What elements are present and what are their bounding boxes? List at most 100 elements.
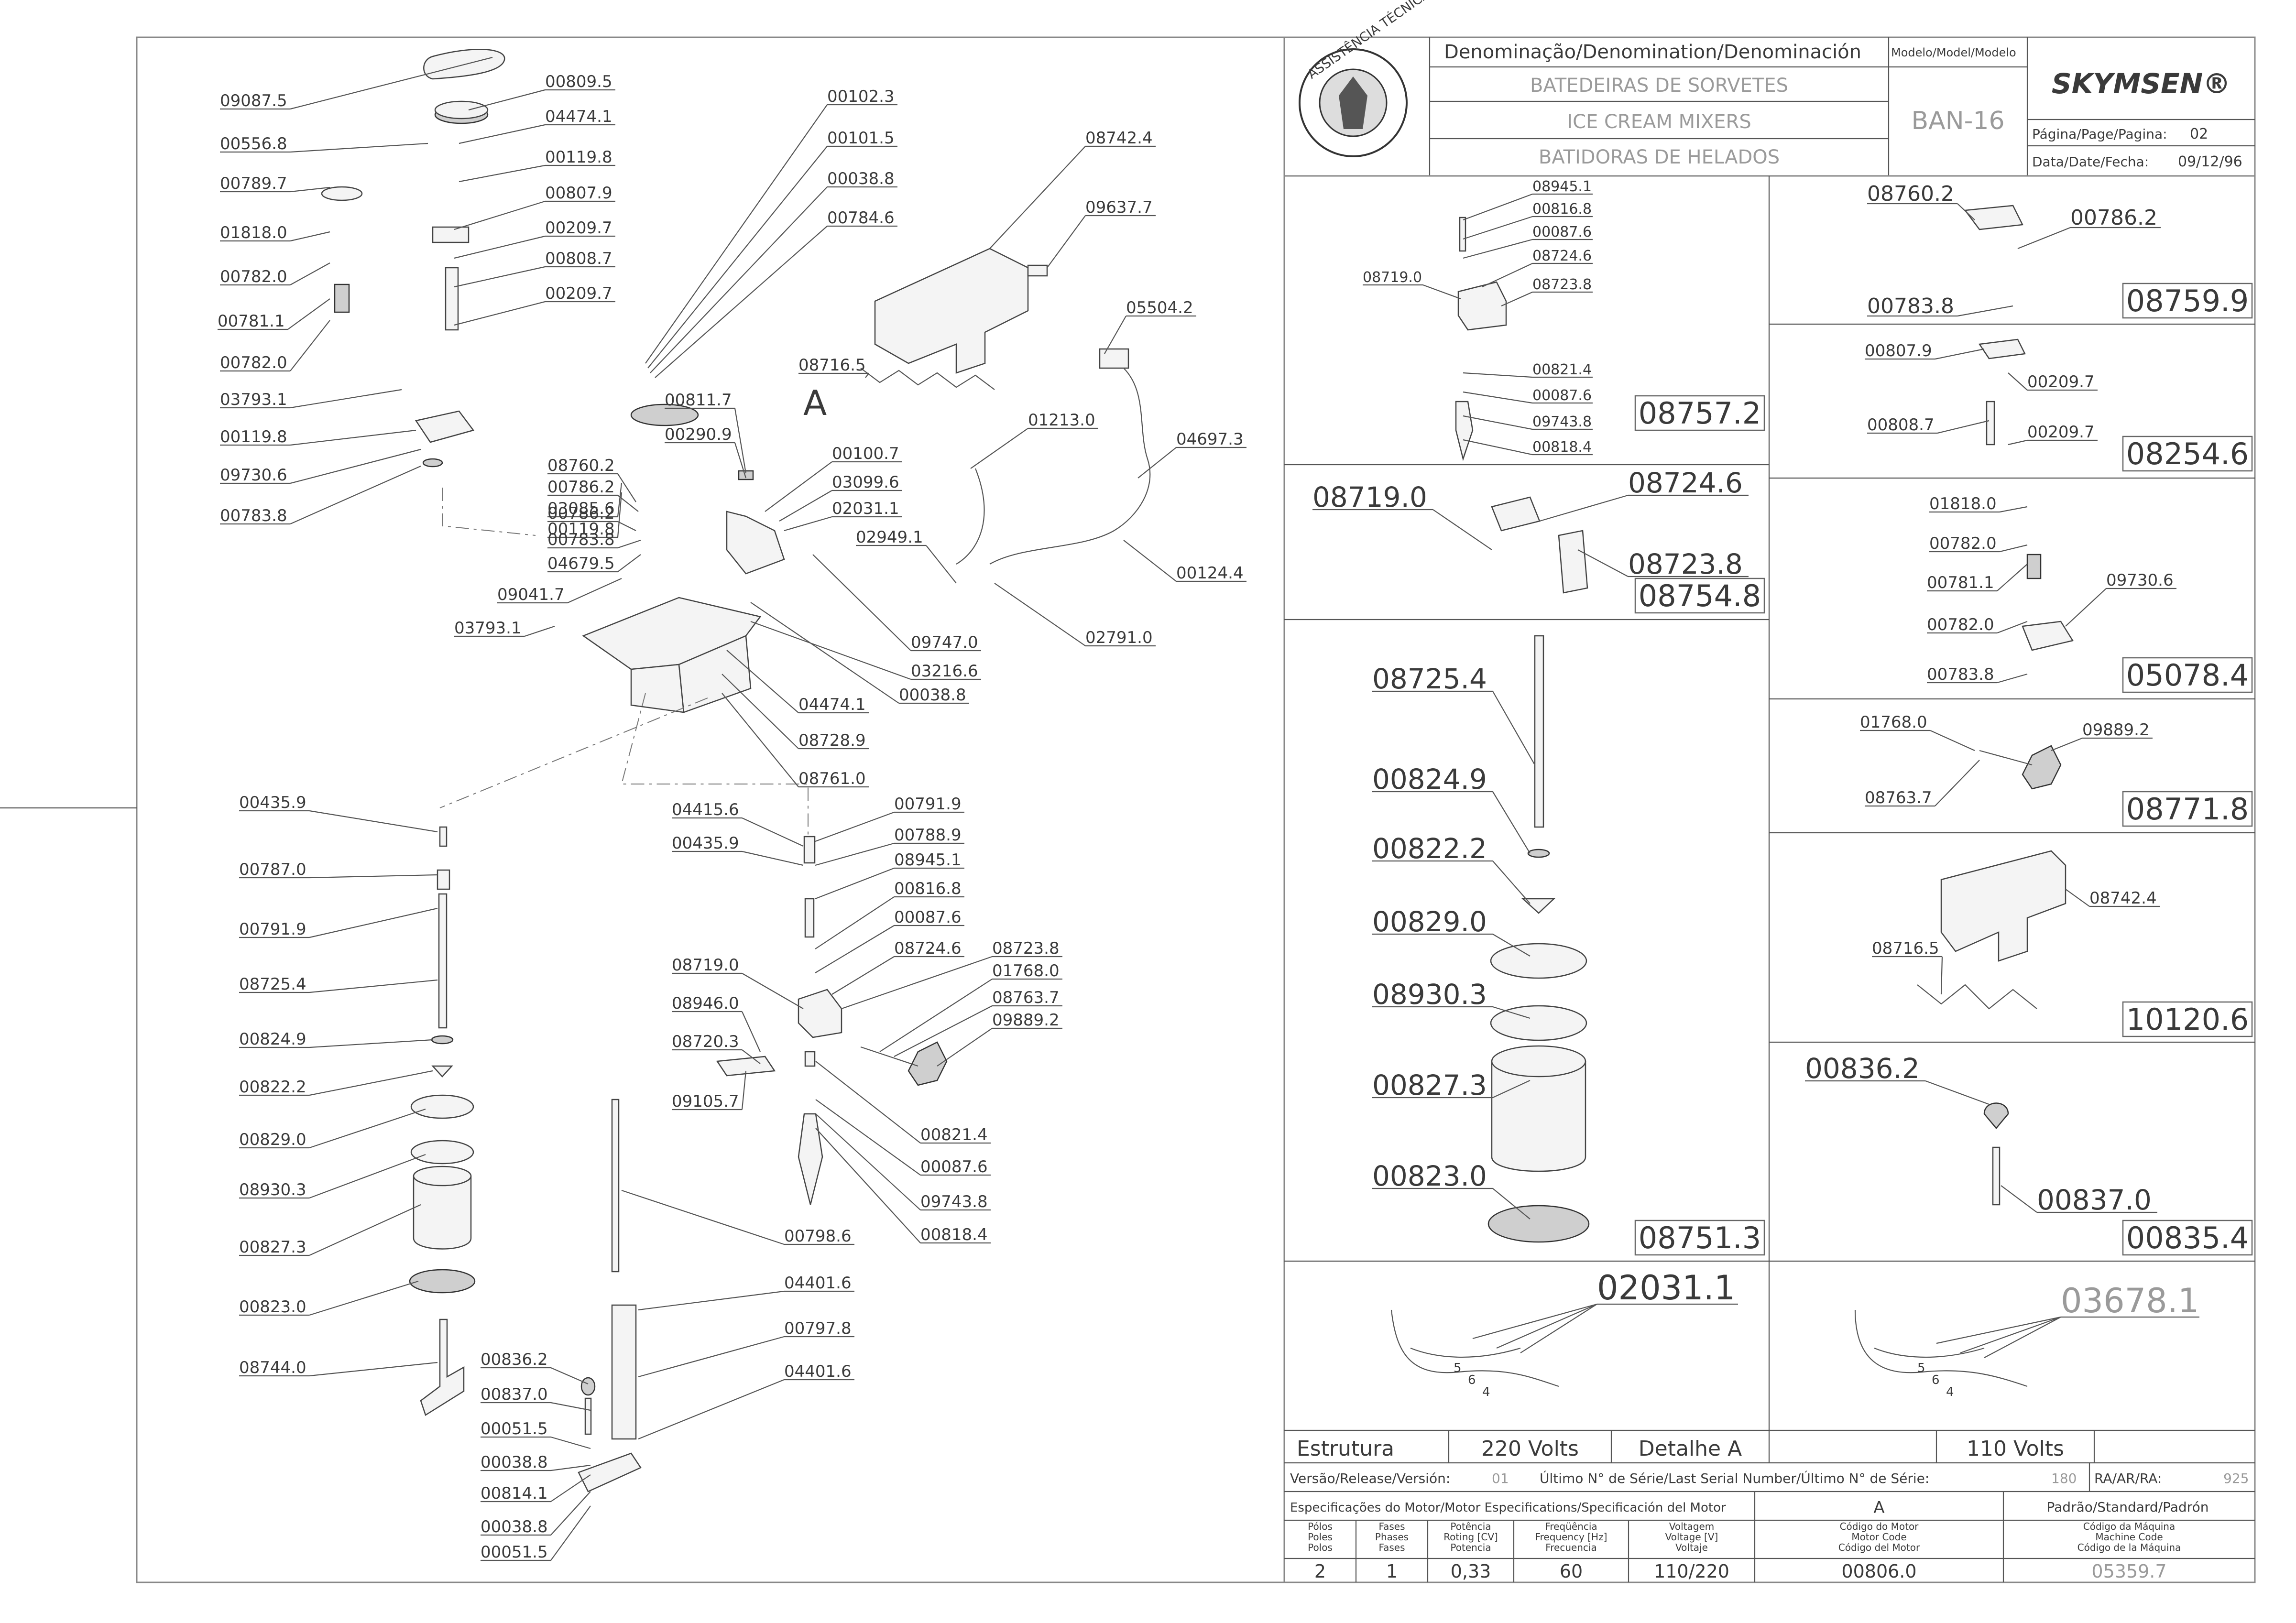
callout-label: 00791.9 [894,795,962,814]
callout-leader [815,811,895,842]
main-callouts: 09087.500556.800789.701818.000782.000781… [218,56,1246,1562]
callout-label: 08725.4 [239,975,306,994]
wiring-leader [1984,1317,2061,1358]
subassembly-leader [1463,216,1533,240]
detalhe-a-label: Detalhe A [1639,1437,1742,1461]
callout-leader [309,907,438,938]
subassembly-callout: 00836.2 [1805,1052,1920,1085]
callout-label: 03216.6 [911,662,978,681]
callout-leader [815,896,895,949]
cable-shape [989,368,1151,565]
motor-spec-col-label: Frequency [Hz] [1535,1531,1607,1543]
callout-label: 00783.8 [220,506,287,525]
shaft2-shape [438,893,448,1029]
callout-label: 02791.0 [1085,628,1153,647]
motor-spec-col-label: Voltage [V] [1665,1531,1718,1543]
date-label: Data/Date/Fecha: [2032,154,2149,170]
callout-label: 03793.1 [220,390,287,409]
shaft-shape [445,267,459,331]
callout-label: 09637.7 [1085,198,1153,217]
gear-top-shape [321,186,363,201]
page-label: Página/Page/Pagina: [2032,126,2167,142]
long-rod-shape [611,1099,620,1273]
subassembly-code-box [2122,1220,2253,1256]
callout-leader [309,1108,426,1149]
subassembly-leader [1925,1080,1990,1105]
callout-label: 00038.8 [481,1517,548,1536]
callout-leader [638,1290,785,1311]
motor-spec-col-label: Código de la Máquina [2077,1542,2181,1553]
subassembly-leader [1999,544,2028,553]
callout-leader [815,1099,921,1176]
callout-label: 00124.4 [1176,564,1244,583]
centerline-b [439,697,708,808]
callout-leader [290,320,330,371]
subassembly-callout: 08930.3 [1372,978,1487,1011]
subassembly-code: 10120.6 [2126,1002,2249,1037]
subassembly-code: 08751.3 [1639,1220,1761,1255]
callout-label: 00038.8 [899,686,966,705]
washer-shape [422,458,443,468]
wire-number: 6 [1932,1373,1940,1387]
callout-label: 00087.6 [920,1157,988,1176]
callout-label: 00435.9 [672,834,739,853]
callout-leader [638,1379,785,1440]
callout-label: 09730.6 [220,466,287,485]
callout-label: 00824.9 [239,1030,306,1049]
callout-label: 08761.0 [798,769,866,788]
ra-label: RA/AR/RA: [2094,1471,2162,1486]
callout-leader [290,186,330,193]
subassembly-leader [1577,549,1629,577]
110-volts-label: 110 Volts [1967,1437,2064,1461]
subassembly-callout: 00209.7 [2027,423,2095,442]
sa-08751-cone-shape [1521,898,1556,914]
callout-leader [309,1204,421,1256]
callout-leader [812,554,911,651]
callout-leader [290,429,416,446]
callout-leader [290,56,493,110]
machine-name-en: ICE CREAM MIXERS [1567,111,1751,133]
motor-spec-col-label: Frecuencia [1545,1542,1597,1553]
callout-label: 00836.2 [481,1350,548,1369]
callout-label: 00787.0 [239,860,306,879]
callout-label: 09889.2 [992,1011,1060,1030]
callout-leader [645,104,828,364]
sa-05078-spring-shape [2026,554,2042,579]
subassembly-leader [1935,760,1980,806]
callout-leader [989,146,1086,249]
serial-label: Último N° de Série/Last Serial Number/Úl… [1540,1470,1929,1486]
subassembly-callout: 00837.0 [2037,1184,2152,1216]
callout-label: 00791.9 [239,920,306,939]
callout-label: 04474.1 [798,695,866,714]
subassembly-callout: 08742.4 [2089,889,2157,908]
callout-label: 08744.0 [239,1358,306,1377]
subassembly-leader [1997,673,2028,684]
sa-10120-heater-shape [1917,984,2037,1010]
motor-spec-col-label: Roting [CV] [1443,1531,1498,1543]
callout-label: 09747.0 [911,633,978,652]
callout-label: 08760.2 [547,456,615,475]
machine-name-pt: BATEDEIRAS DE SORVETES [1530,75,1788,97]
callout-label: 00119.8 [220,427,287,447]
callout-label: 00209.7 [545,218,612,238]
callout-label: 00119.8 [545,148,612,167]
callout-label: 00809.5 [545,72,612,91]
subassembly-callout: 01768.0 [1860,713,1927,732]
model-code: BAN-16 [1911,107,2004,135]
callout-leader [454,301,546,326]
callout-leader [550,1505,591,1561]
subassembly-callout: 00782.0 [1927,615,1994,634]
callout-leader [290,448,421,484]
callout-label: 04679.5 [547,554,615,573]
callout-leader [617,554,641,572]
callout-label: 08930.3 [239,1180,306,1199]
brand-logo: SKYMSEN® [2052,67,2230,100]
callout-label: 05504.2 [1126,298,1193,317]
callout-label: 02031.1 [832,499,899,518]
callout-label: 00823.0 [239,1297,306,1317]
callout-label: 04697.3 [1176,430,1244,449]
callout-leader [894,1005,993,1057]
subassembly-code-box [2122,791,2253,827]
callout-leader [309,1280,419,1316]
